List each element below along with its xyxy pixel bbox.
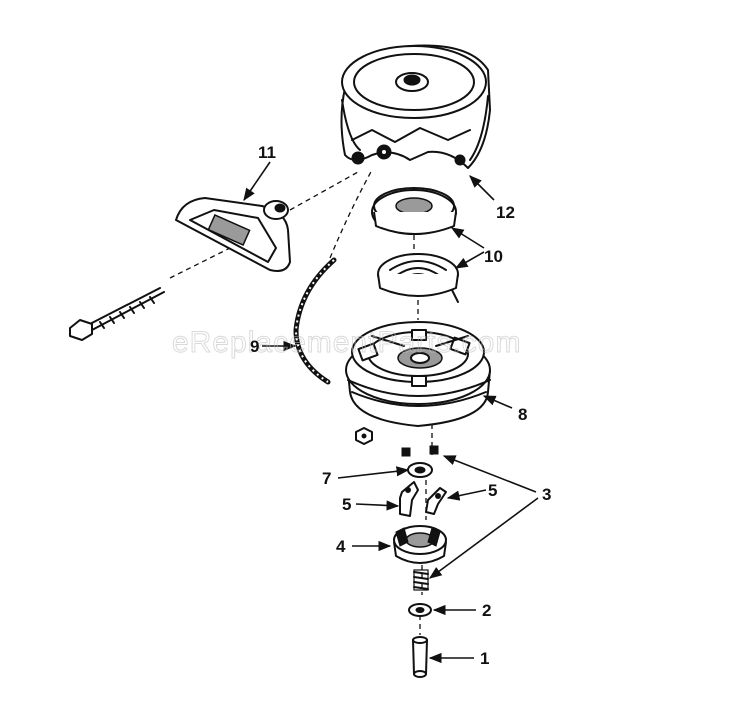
center-pin (412, 636, 428, 678)
pulley-nut (355, 427, 373, 445)
brake-cup (393, 525, 447, 564)
brake-spring (413, 569, 429, 591)
lower-washer (408, 603, 432, 617)
callout-2: 2 (482, 601, 491, 620)
callout-11: 11 (258, 143, 276, 162)
rewind-spring-set (371, 187, 459, 303)
callout-labels: 11 12 10 9 8 7 5 5 3 4 2 1 (250, 143, 551, 668)
leader-arrows (243, 161, 539, 664)
pawl-left (399, 481, 419, 517)
handle-bolt (69, 287, 165, 341)
callout-1: 1 (480, 649, 489, 668)
watermark-text: eReplacementParts.com (172, 326, 521, 359)
callout-5-right: 5 (488, 481, 497, 500)
starter-housing (340, 44, 491, 169)
callout-3: 3 (542, 485, 551, 504)
callout-10: 10 (484, 247, 503, 266)
starter-rope (293, 257, 337, 385)
retainer-screws (401, 445, 439, 457)
callout-8: 8 (518, 405, 527, 424)
starter-handle (175, 197, 291, 272)
callout-4: 4 (336, 537, 346, 556)
callout-5-left: 5 (342, 495, 351, 514)
callout-12: 12 (496, 203, 515, 222)
callout-9: 9 (250, 337, 259, 356)
pawl-right (425, 487, 447, 515)
callout-7: 7 (322, 469, 331, 488)
washer (407, 462, 433, 478)
starter-pulley (345, 321, 491, 427)
